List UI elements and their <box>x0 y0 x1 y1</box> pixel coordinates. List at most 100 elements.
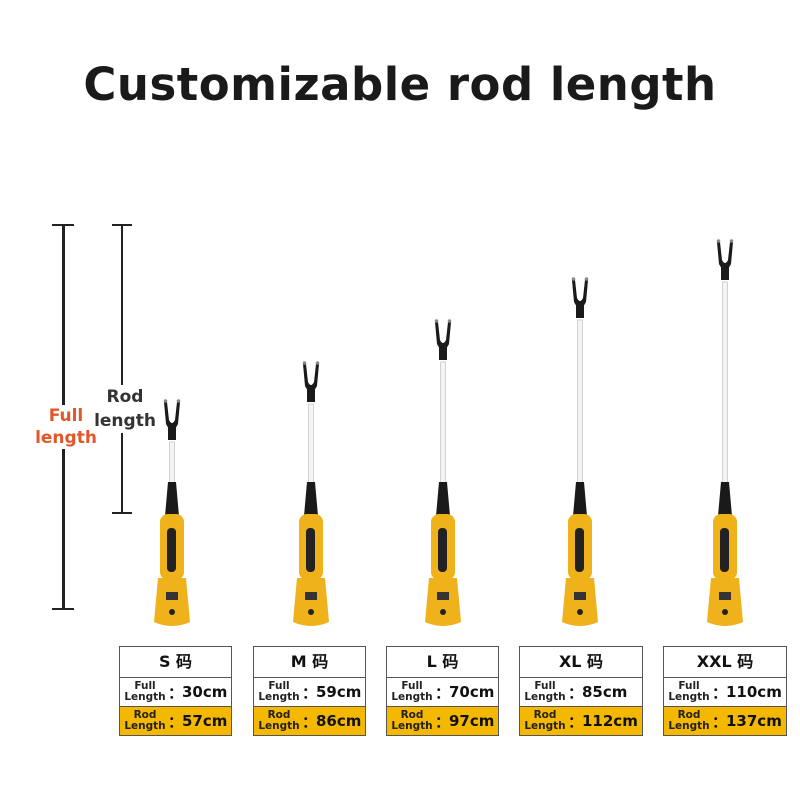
prod-1 <box>293 361 329 626</box>
rod-length-row-label-word: Length <box>124 720 166 732</box>
fork-icon <box>572 280 588 308</box>
full-length-row-label-word: Length <box>391 691 433 703</box>
full-length-row-label-word: Full <box>678 680 700 692</box>
full-length-row-label-word: Full <box>134 680 156 692</box>
fork-tip-left <box>302 361 307 365</box>
full-length-value: 59cm <box>316 683 362 701</box>
fork-tip-right <box>584 277 589 281</box>
rod-length-bottom-cap <box>112 512 132 514</box>
trigger <box>720 528 729 572</box>
fork-neck <box>168 424 176 440</box>
full-length-row-label-word: Full <box>401 680 423 692</box>
rod-length-row-label-word: Length <box>668 720 710 732</box>
power-button-icon <box>440 609 446 615</box>
trigger <box>438 528 447 572</box>
rod-length-value: 97cm <box>449 712 495 730</box>
collar <box>304 482 318 516</box>
rod-length-value: 112cm <box>582 712 638 730</box>
colon: ： <box>568 683 584 702</box>
fork-tip-right <box>729 239 734 243</box>
fork-icon <box>303 364 319 392</box>
fork-neck <box>439 344 447 360</box>
rod-length-value: 137cm <box>726 712 782 730</box>
size-name: XL 码 <box>520 647 642 678</box>
colon: ： <box>712 712 728 731</box>
rod <box>722 281 728 491</box>
power-button-icon <box>577 609 583 615</box>
battery <box>293 578 329 626</box>
trigger <box>575 528 584 572</box>
size-name: S 码 <box>120 647 231 678</box>
battery-indicator <box>437 592 449 600</box>
trigger <box>167 528 176 572</box>
fork-tip-right <box>447 319 452 323</box>
fork-tip-left <box>163 399 168 403</box>
fork-tip-right <box>176 399 181 403</box>
rod-length-label-line1: Rod <box>106 387 144 407</box>
rod-length-row-label-word: Rod <box>133 709 157 721</box>
collar <box>718 482 732 516</box>
size-name: XXL 码 <box>664 647 786 678</box>
battery <box>707 578 743 626</box>
full-length-value: 85cm <box>582 683 628 701</box>
fork-neck <box>307 386 315 402</box>
size-name: L 码 <box>387 647 498 678</box>
full-length-value: 30cm <box>182 683 228 701</box>
full-length-row-label-word: Length <box>124 691 166 703</box>
rod <box>577 319 583 491</box>
fork-icon <box>717 242 733 270</box>
battery-indicator <box>719 592 731 600</box>
full-length-row-label-word: Full <box>268 680 290 692</box>
full-length-row-label-word: Length <box>258 691 300 703</box>
rod-length-row-label-word: Rod <box>267 709 291 721</box>
size-name: M 码 <box>254 647 365 678</box>
full-length-value: 70cm <box>449 683 495 701</box>
trigger <box>306 528 315 572</box>
battery-indicator <box>574 592 586 600</box>
fork-tip-left <box>571 277 576 281</box>
rod-length-row-label-word: Rod <box>400 709 424 721</box>
colon: ： <box>302 712 318 731</box>
rod-length-value: 57cm <box>182 712 228 730</box>
rod-length-row-label-word: Length <box>258 720 300 732</box>
rod-length-row-label-word: Rod <box>677 709 701 721</box>
battery-indicator <box>305 592 317 600</box>
battery-indicator <box>166 592 178 600</box>
prod-3 <box>562 277 598 626</box>
fork-tip-right <box>315 361 320 365</box>
fork-neck <box>721 264 729 280</box>
page-title: Customizable rod length <box>83 58 717 111</box>
fork-icon <box>164 402 180 430</box>
rod-length-row-label-word: Rod <box>533 709 557 721</box>
colon: ： <box>168 683 184 702</box>
battery <box>154 578 190 626</box>
rod-length-label-line2: length <box>94 411 156 431</box>
rod-length-row-label-word: Length <box>524 720 566 732</box>
colon: ： <box>568 712 584 731</box>
fork-icon <box>435 322 451 350</box>
full-length-label-line2: length <box>35 428 97 448</box>
rod-length-value: 86cm <box>316 712 362 730</box>
fork-neck <box>576 302 584 318</box>
power-button-icon <box>169 609 175 615</box>
collar <box>573 482 587 516</box>
colon: ： <box>712 683 728 702</box>
